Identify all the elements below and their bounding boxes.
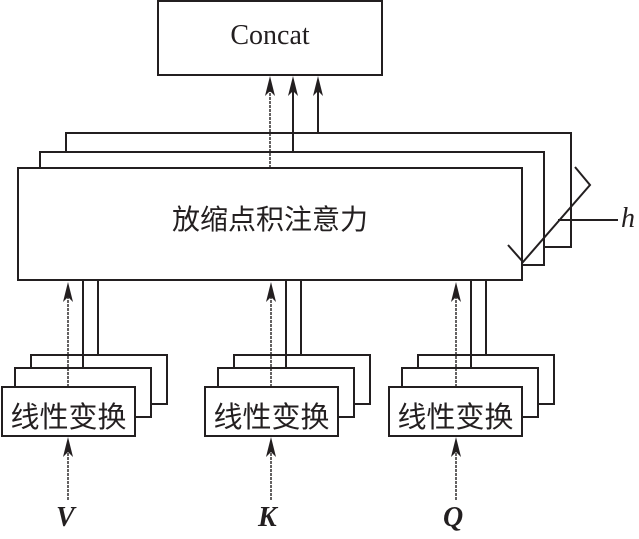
arrowhead-icon [265, 76, 275, 96]
input-label-v: V [56, 502, 75, 533]
concat-label: Concat [230, 20, 310, 51]
concat-box [157, 0, 383, 76]
linear-stack-v [1, 280, 168, 500]
linear-stack-k [204, 280, 371, 500]
attention-layer-3 [65, 132, 572, 248]
arrowhead-icon [313, 76, 323, 96]
input-label-k: K [258, 502, 277, 533]
attention-label: 放缩点积注意力 [171, 203, 368, 236]
heads-label: h [621, 203, 635, 234]
arrowhead-icon [288, 76, 298, 96]
heads-slash-marker [507, 166, 592, 264]
attention-layer-2 [39, 151, 545, 266]
input-label-q: Q [443, 502, 464, 533]
linear-label-k: 线性变换 [213, 400, 330, 434]
linear-label-v: 线性变换 [10, 400, 127, 434]
linear-label-q: 线性变换 [397, 400, 514, 434]
linear-stack-q [388, 280, 555, 500]
